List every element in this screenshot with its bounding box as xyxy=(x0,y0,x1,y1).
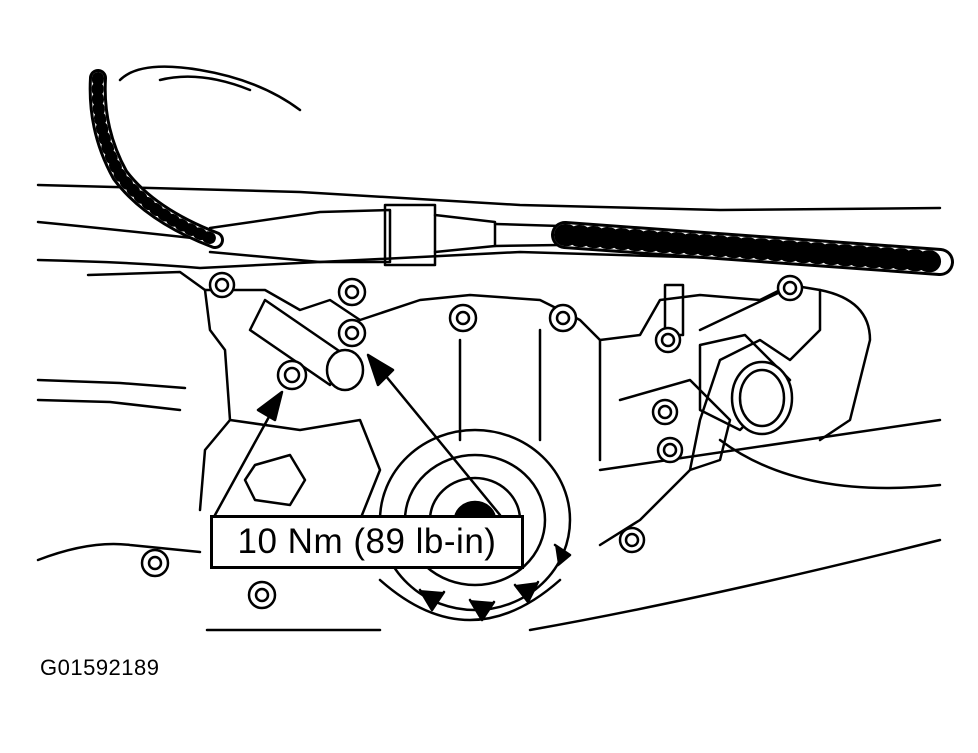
bolt-icon xyxy=(276,359,308,391)
pipe xyxy=(248,298,365,392)
timing-cover-body xyxy=(86,270,872,547)
arrow-icon xyxy=(366,353,395,387)
bolt-icon xyxy=(548,303,578,333)
bolt-icon xyxy=(654,326,682,354)
bolt-icon xyxy=(140,548,170,578)
bolt-icon xyxy=(448,303,478,333)
bolt-icon xyxy=(337,318,367,348)
cam-sensor xyxy=(663,283,797,436)
bolt-group xyxy=(140,271,804,610)
callout-arrows xyxy=(213,353,502,517)
bolt-icon xyxy=(651,398,679,426)
wire-harness-left xyxy=(88,69,562,267)
arrow-icon xyxy=(256,390,284,422)
bolt-icon xyxy=(618,526,646,554)
figure-id: G01592189 xyxy=(40,655,160,680)
torque-spec-label: 10 Nm (89 lb-in) xyxy=(210,515,524,569)
bolt-icon xyxy=(776,274,804,302)
bolt-icon xyxy=(337,277,367,307)
bolt-icon xyxy=(656,436,684,464)
bolt-icon xyxy=(208,271,236,299)
bolt-icon xyxy=(247,580,277,610)
frame-outline xyxy=(36,65,942,632)
wire-harness-right xyxy=(551,221,954,276)
